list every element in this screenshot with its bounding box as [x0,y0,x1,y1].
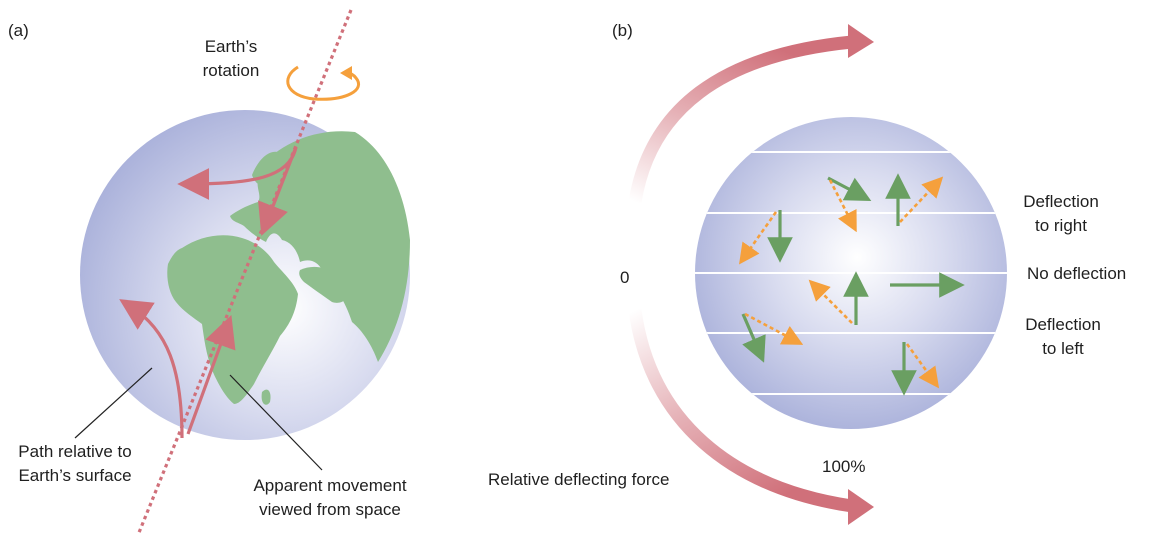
apparent-path-arrow [186,314,236,435]
rotation-axis [136,9,353,536]
scale-caption: Relative deflecting force [488,470,670,489]
europe-asia-land [230,131,410,362]
deflected-motion-arrow [828,179,857,233]
intended-motion-arrow [827,176,872,202]
rotation-arrowhead-icon [340,66,352,80]
arabia-land [299,266,349,303]
intended-motion-arrow [741,313,766,363]
deflected-motion-arrow [905,343,940,389]
madagascar-land [261,389,271,405]
deflection-right-line2: to right [1035,216,1087,235]
deflection-left-line1: Deflection [1025,315,1101,334]
rotation-label-line1: Earth’s [204,37,258,56]
panel-a [74,9,410,536]
scale-zero-label: 0 [620,268,630,287]
apparent-label-line1: Apparent movement [253,476,407,495]
panel-b [628,24,1007,525]
northern-arrows [739,173,944,265]
surface-label-leader [74,367,153,439]
deflected-motion-arrow [739,211,778,265]
apparent-label-line2: viewed from space [259,500,401,519]
rotation-label-line2: rotation [202,61,260,80]
panel-b-letter: (b) [612,21,633,40]
deflected-motion-arrow [744,312,804,345]
southern-arrows [741,271,940,396]
scale-arrow-bottom [628,309,853,513]
deflected-motion-arrow [899,176,944,223]
scale-arrowhead-top-icon [848,24,874,58]
deflection-left-line2: to left [1042,339,1084,358]
apparent-label-leader [229,374,323,471]
northern-apparent-arrow [258,146,298,236]
surface-path-label-line2: Earth’s surface [18,466,132,485]
scale-arrowhead-bottom-icon [848,489,874,525]
no-deflection-label: No deflection [1027,264,1127,283]
deflected-motion-arrow [808,279,853,324]
surface-path-label-line1: Path relative to [18,442,132,461]
rotation-arrow-icon [286,65,360,101]
scale-arrow-top [628,35,853,204]
scale-full-label: 100% [822,457,866,476]
surface-path-arrow [119,299,184,439]
deflection-right-line1: Deflection [1023,192,1099,211]
panel-a-letter: (a) [8,21,29,40]
